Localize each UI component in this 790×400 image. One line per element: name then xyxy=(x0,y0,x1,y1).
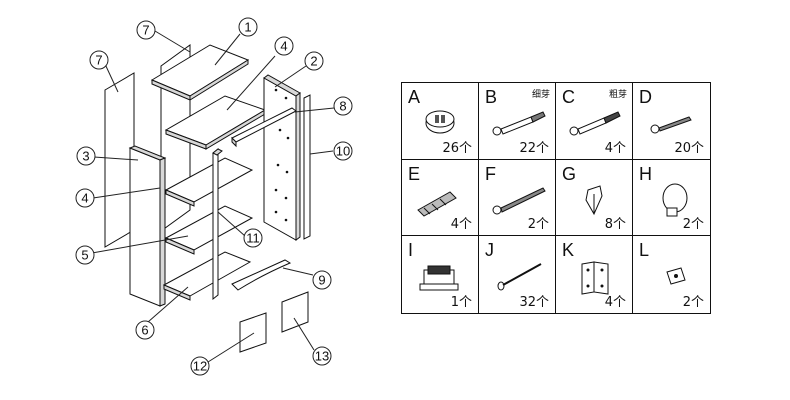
part-cell-f: F 2个 xyxy=(479,159,556,237)
shelf-middle xyxy=(164,157,254,207)
svg-text:2: 2 xyxy=(310,54,317,69)
part-letter: J xyxy=(485,240,494,261)
bottom-curved-rail xyxy=(231,259,292,291)
part-quantity: 4个 xyxy=(604,140,626,156)
callout-4-upper: 4 xyxy=(274,36,294,56)
callout-8: 8 xyxy=(333,96,353,116)
part-quantity: 4个 xyxy=(450,217,472,233)
callout-4-lower: 4 xyxy=(75,188,95,208)
shelf-lower xyxy=(164,205,254,255)
top-rail xyxy=(231,107,297,148)
part-note: 细芽 xyxy=(531,90,550,100)
part-quantity: 2个 xyxy=(682,294,704,310)
part-letter: B xyxy=(485,87,498,107)
part-quantity: 20个 xyxy=(674,140,704,156)
door-right xyxy=(281,291,309,333)
knob-icon xyxy=(662,183,688,217)
part-cell-a: A 26个 xyxy=(402,83,479,160)
part-quantity: 32个 xyxy=(519,294,549,310)
callout-10: 10 xyxy=(333,141,353,161)
part-cell-k: K 4个 xyxy=(556,236,633,313)
svg-text:8: 8 xyxy=(339,99,346,114)
part-cell-c: C 粗芽 4个 xyxy=(556,83,633,160)
part-letter: K xyxy=(562,240,575,261)
svg-text:11: 11 xyxy=(246,231,260,246)
part-cell-e: E 4个 xyxy=(402,159,479,237)
part-quantity: 2个 xyxy=(527,217,549,233)
part-quantity: 2个 xyxy=(682,217,704,233)
callout-11: 11 xyxy=(243,228,263,248)
callout-6: 6 xyxy=(135,320,155,340)
part-cell-h: H 2个 xyxy=(633,160,710,237)
hardware-parts-table: A 26个 B 细芽 22个 C 粗芽 4个 D xyxy=(401,82,711,314)
part-letter: G xyxy=(562,163,577,184)
top-panel xyxy=(150,44,250,101)
part-letter: E xyxy=(408,163,421,184)
magnetic-catch-icon xyxy=(419,265,459,291)
square-pad-icon xyxy=(666,267,686,285)
door-left xyxy=(239,312,267,353)
part-cell-l: L 2个 xyxy=(633,236,710,313)
wood-screw-icon xyxy=(650,116,692,134)
part-cell-g: G 8个 xyxy=(556,159,633,237)
part-letter: D xyxy=(639,87,652,107)
fine-thread-dowel-bolt-icon xyxy=(492,111,546,136)
svg-text:3: 3 xyxy=(82,149,89,164)
part-letter: I xyxy=(408,240,414,261)
long-screw-icon xyxy=(492,187,546,215)
right-side-panel xyxy=(263,74,301,241)
part-letter: A xyxy=(408,87,421,107)
coarse-thread-dowel-bolt-icon xyxy=(569,111,621,136)
cam-lock-icon xyxy=(425,110,455,134)
left-side-panel xyxy=(128,145,167,307)
leader-lines xyxy=(91,30,335,363)
part-letter: C xyxy=(562,87,575,107)
bottom-panel xyxy=(162,251,252,301)
hinge-icon xyxy=(581,261,609,295)
callout-7-upper: 7 xyxy=(136,20,156,40)
svg-text:7: 7 xyxy=(95,53,102,68)
vertical-divider xyxy=(212,147,223,301)
callout-12: 12 xyxy=(190,356,210,376)
callout-3: 3 xyxy=(76,146,96,166)
part-quantity: 22个 xyxy=(519,140,549,156)
part-cell-j: J 32个 xyxy=(479,236,556,313)
svg-text:13: 13 xyxy=(315,349,329,364)
shelf-upper xyxy=(164,95,267,150)
svg-text:4: 4 xyxy=(81,191,88,206)
part-letter: F xyxy=(485,163,496,184)
callout-7-left: 7 xyxy=(89,50,109,70)
svg-text:4: 4 xyxy=(280,39,287,54)
svg-text:12: 12 xyxy=(193,359,207,374)
svg-text:9: 9 xyxy=(318,273,325,288)
callout-5: 5 xyxy=(75,245,95,265)
part-quantity: 8个 xyxy=(604,217,626,233)
part-quantity: 26个 xyxy=(442,140,472,156)
callout-2: 2 xyxy=(304,51,324,71)
shelf-support-pin-icon xyxy=(585,185,603,215)
part-quantity: 1个 xyxy=(450,294,472,310)
wooden-dowel-icon xyxy=(417,191,457,217)
callout-13: 13 xyxy=(312,346,332,366)
callout-1: 1 xyxy=(238,17,258,37)
svg-text:1: 1 xyxy=(244,20,251,35)
part-quantity: 4个 xyxy=(604,294,626,310)
callout-9: 9 xyxy=(312,270,332,290)
part-cell-d: D 20个 xyxy=(633,83,710,160)
svg-text:10: 10 xyxy=(336,144,350,159)
nail-icon xyxy=(497,263,542,291)
part-letter: L xyxy=(639,240,650,261)
svg-text:7: 7 xyxy=(142,23,149,38)
part-note: 粗芽 xyxy=(608,90,627,100)
right-front-strip xyxy=(303,94,311,240)
svg-text:5: 5 xyxy=(81,248,88,263)
part-cell-i: I 1个 xyxy=(402,236,479,313)
part-letter: H xyxy=(639,163,652,184)
svg-text:6: 6 xyxy=(141,323,148,338)
part-cell-b: B 细芽 22个 xyxy=(479,83,556,160)
